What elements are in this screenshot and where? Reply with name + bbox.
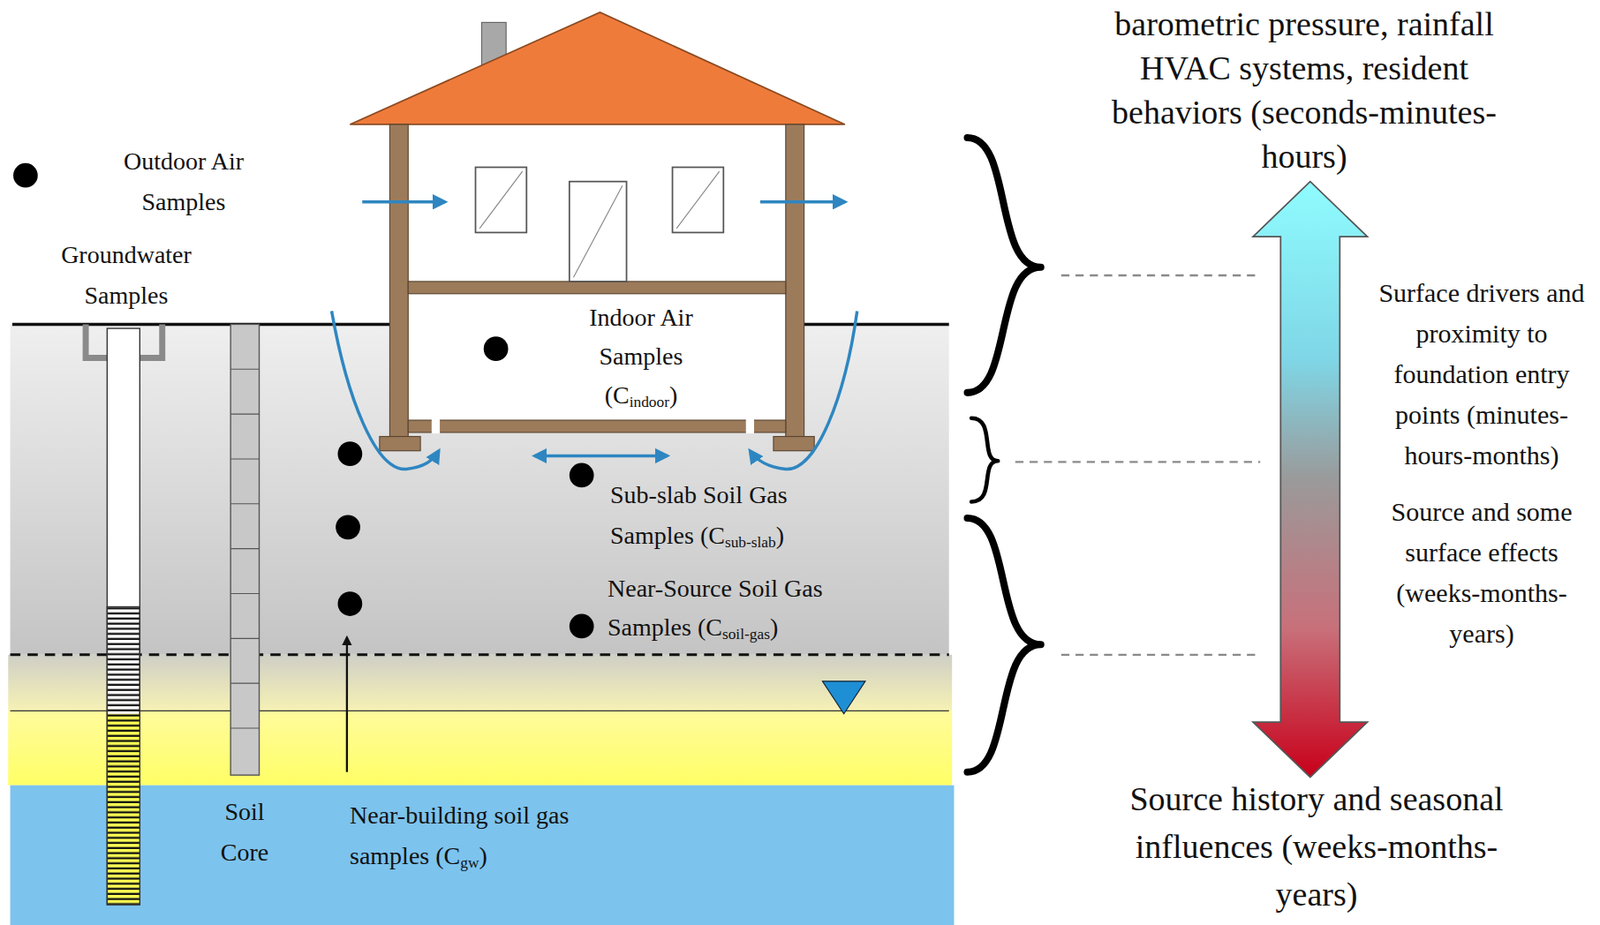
soil-core (230, 683, 259, 685)
flow-arrow (362, 200, 446, 204)
soil-core (230, 324, 259, 776)
soil-core (230, 324, 259, 776)
timescale-note: Surface drivers and proximity to foundat… (1372, 272, 1592, 476)
subscript: soil-gas (722, 626, 770, 643)
subsurface (7, 655, 952, 713)
text-run: Near-Source Soil Gas Samples (C (607, 574, 823, 642)
house (479, 171, 523, 229)
subscript: sub-slab (724, 534, 777, 551)
house (746, 419, 755, 434)
subscript: gw (460, 854, 479, 872)
timescale-note: Source history and seasonal influences (… (1113, 775, 1520, 919)
soil-core (230, 727, 259, 729)
sample-point (338, 441, 363, 467)
house (676, 171, 720, 229)
soil-core (230, 369, 259, 370)
sample-label: Near-Source Soil Gas Samples (Csoil-gas) (607, 569, 913, 648)
sample-point (569, 463, 595, 489)
subsurface (10, 785, 955, 925)
well (106, 328, 140, 906)
sample-label: Outdoor Air Samples (95, 141, 272, 223)
dashed-guide (1015, 460, 1261, 463)
well (106, 606, 140, 905)
dashed-guide (1061, 274, 1256, 277)
well (85, 324, 163, 905)
timescale-note: Source and some surface effects (weeks-m… (1372, 491, 1592, 655)
house (672, 166, 725, 233)
soil-core (230, 593, 259, 595)
house (407, 281, 786, 295)
house (407, 420, 786, 433)
sample-point (569, 614, 595, 640)
brace (967, 518, 1042, 773)
sample-point (13, 163, 38, 189)
sample-point (13, 163, 595, 639)
subscript: indoor (629, 393, 670, 411)
sample-point (483, 336, 509, 362)
house (573, 185, 622, 278)
house (379, 437, 421, 452)
timescale-arrow (1252, 181, 1367, 778)
diffusion-arrow (346, 637, 348, 773)
dashed-guide (1061, 654, 1256, 657)
house (407, 294, 786, 421)
flow-arrow (760, 200, 846, 204)
sample-label: Groundwater Samples (37, 234, 215, 317)
subsurface (822, 681, 866, 715)
flow-arrow (332, 310, 439, 469)
sample-point (335, 515, 361, 541)
house (569, 181, 627, 282)
sample-point (338, 591, 363, 617)
soil-core (230, 638, 259, 640)
text-run: Near-building soil gas samples (C (349, 801, 569, 870)
house (389, 124, 408, 441)
timescale-note: barometric pressure, rainfall HVAC syste… (1101, 1, 1508, 179)
text-run: ) (769, 613, 778, 642)
diffusion-arrow (346, 637, 348, 773)
sample-label: Soil Core (204, 792, 285, 874)
subsurface (10, 710, 950, 712)
house (349, 12, 845, 452)
subsurface (7, 710, 952, 785)
subsurface (10, 653, 950, 657)
text-run: ) (669, 381, 678, 409)
house (785, 124, 805, 441)
text-run: ) (776, 521, 785, 550)
dashed-guide (1015, 275, 1261, 656)
brace (967, 137, 1042, 773)
soil-core (230, 458, 259, 460)
ground-surface (801, 323, 949, 326)
flow-arrow (332, 202, 858, 470)
soil-core (230, 503, 259, 505)
text-run: ) (478, 842, 487, 870)
brace (971, 418, 998, 503)
house (431, 419, 440, 434)
timescale-arrow (1252, 181, 1367, 778)
house (773, 437, 815, 452)
house (475, 166, 528, 233)
house (349, 12, 845, 125)
flow-arrow (535, 454, 668, 458)
sample-label: Near-building soil gas samples (Cgw) (349, 795, 580, 877)
sample-label: Sub-slab Soil Gas Samples (Csub-slab) (610, 475, 876, 557)
soil-core (230, 548, 259, 550)
soil-core (230, 414, 259, 416)
brace (967, 137, 1042, 393)
flow-arrow (749, 310, 857, 469)
sample-label: Indoor Air Samples (Cindoor) (566, 298, 717, 416)
